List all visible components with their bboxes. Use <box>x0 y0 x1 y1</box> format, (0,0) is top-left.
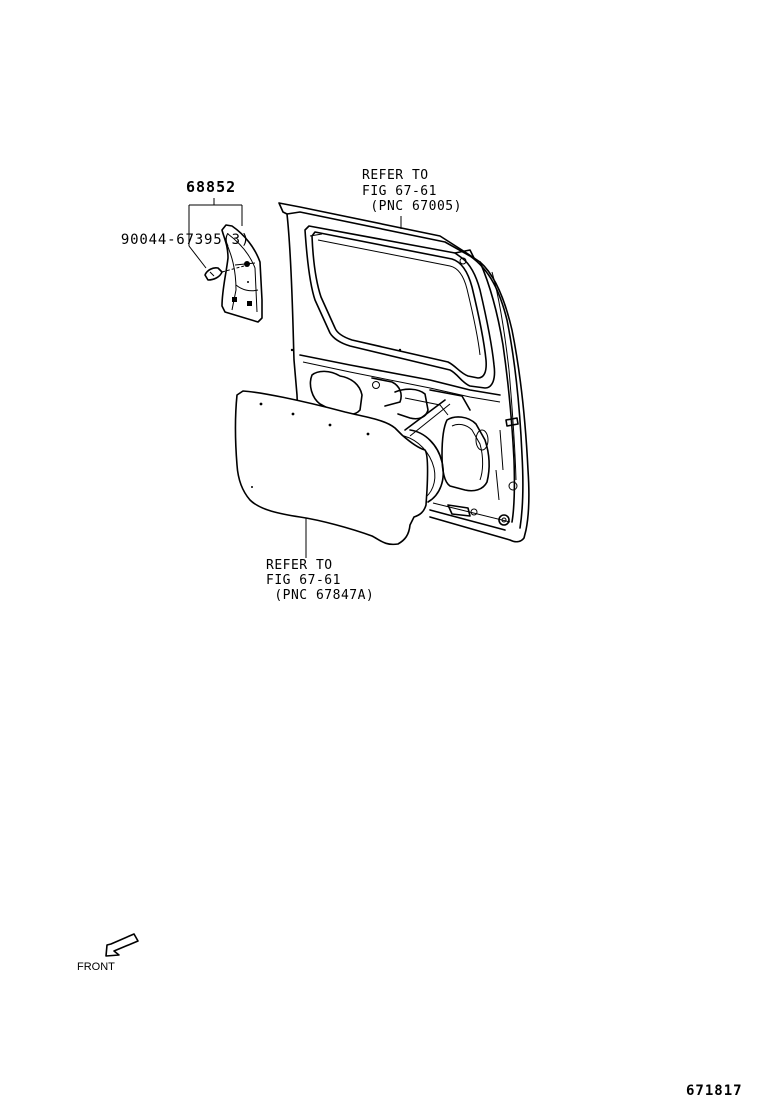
front-label: FRONT <box>77 961 115 973</box>
clip-quantity: (3) <box>222 232 251 248</box>
service-hole-cover[interactable] <box>234 390 429 546</box>
ref-panel-line2: FIG 67-61 <box>362 184 437 199</box>
figure-id: 671817 <box>686 1083 743 1099</box>
trim-cover-68852[interactable] <box>221 224 263 323</box>
clip-part-number: 90044-67395 <box>120 232 223 248</box>
ref-panel-line1: REFER TO <box>362 168 429 183</box>
clip-90044-67395[interactable] <box>204 265 245 281</box>
leader-bracket-68852 <box>188 198 243 269</box>
part-number-68852[interactable]: 68852 <box>186 178 237 196</box>
part-number-clip[interactable]: 90044-67395(3) <box>84 218 250 263</box>
front-arrow-icon <box>105 933 139 957</box>
ref-cover-line2: FIG 67-61 <box>266 573 341 588</box>
back-door-panel[interactable] <box>278 202 530 543</box>
ref-panel-line3: (PNC 67005) <box>362 199 462 214</box>
ref-cover-line3: (PNC 67847A) <box>266 588 375 603</box>
ref-cover-line1: REFER TO <box>266 558 333 573</box>
